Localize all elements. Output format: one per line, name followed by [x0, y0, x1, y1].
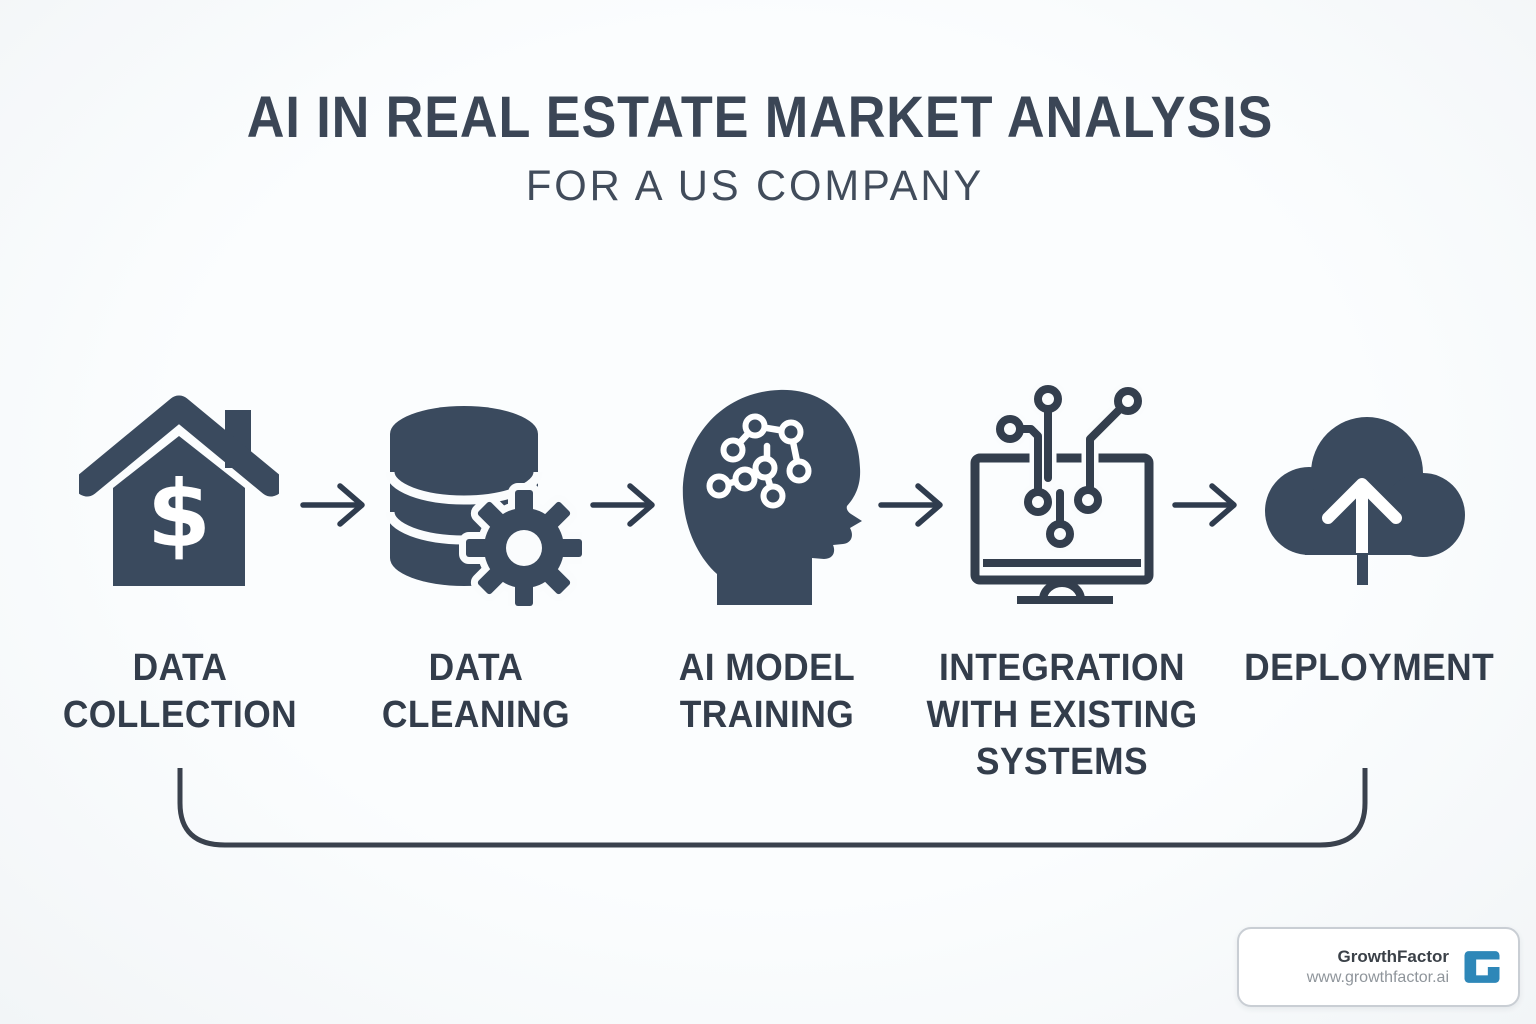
page-title: AI IN REAL ESTATE MARKET ANALYSIS	[246, 85, 1274, 150]
database-gear-icon	[386, 406, 582, 606]
brand-text-block: GrowthFactor www.growthfactor.ai	[1307, 946, 1449, 988]
step-label-data-cleaning: DATA CLEANING	[381, 647, 571, 736]
brand-card: GrowthFactor www.growthfactor.ai	[1237, 927, 1520, 1007]
cloud-upload-icon	[1265, 417, 1465, 585]
step-label-integration: INTEGRATION WITH EXISTING SYSTEMS	[926, 647, 1198, 783]
brand-website: www.growthfactor.ai	[1306, 969, 1449, 986]
upload-arrow	[1322, 478, 1402, 553]
head-neural-network-icon	[682, 389, 862, 605]
house-dollar-icon: $	[79, 395, 279, 586]
step-label-data-collection: DATA COLLECTION	[62, 647, 298, 736]
feedback-loop-connector	[177, 768, 1368, 848]
page-subtitle: FOR A US COMPANY	[525, 162, 985, 210]
flow-arrow-icon	[878, 483, 943, 527]
dollar-sign-glyph: $	[147, 461, 211, 568]
monitor-circuit-icon	[970, 383, 1154, 604]
neural-network-nodes	[706, 413, 812, 509]
brand-name: GrowthFactor	[1337, 947, 1449, 966]
flow-arrow-icon	[300, 483, 365, 527]
gear-icon	[459, 483, 582, 606]
flow-arrow-icon	[1172, 483, 1237, 527]
step-label-deployment: DEPLOYMENT	[1244, 647, 1495, 689]
step-label-ai-model-training: AI MODEL TRAINING	[678, 647, 856, 736]
flow-arrow-icon	[590, 483, 655, 527]
growthfactor-g-icon	[1464, 951, 1502, 983]
